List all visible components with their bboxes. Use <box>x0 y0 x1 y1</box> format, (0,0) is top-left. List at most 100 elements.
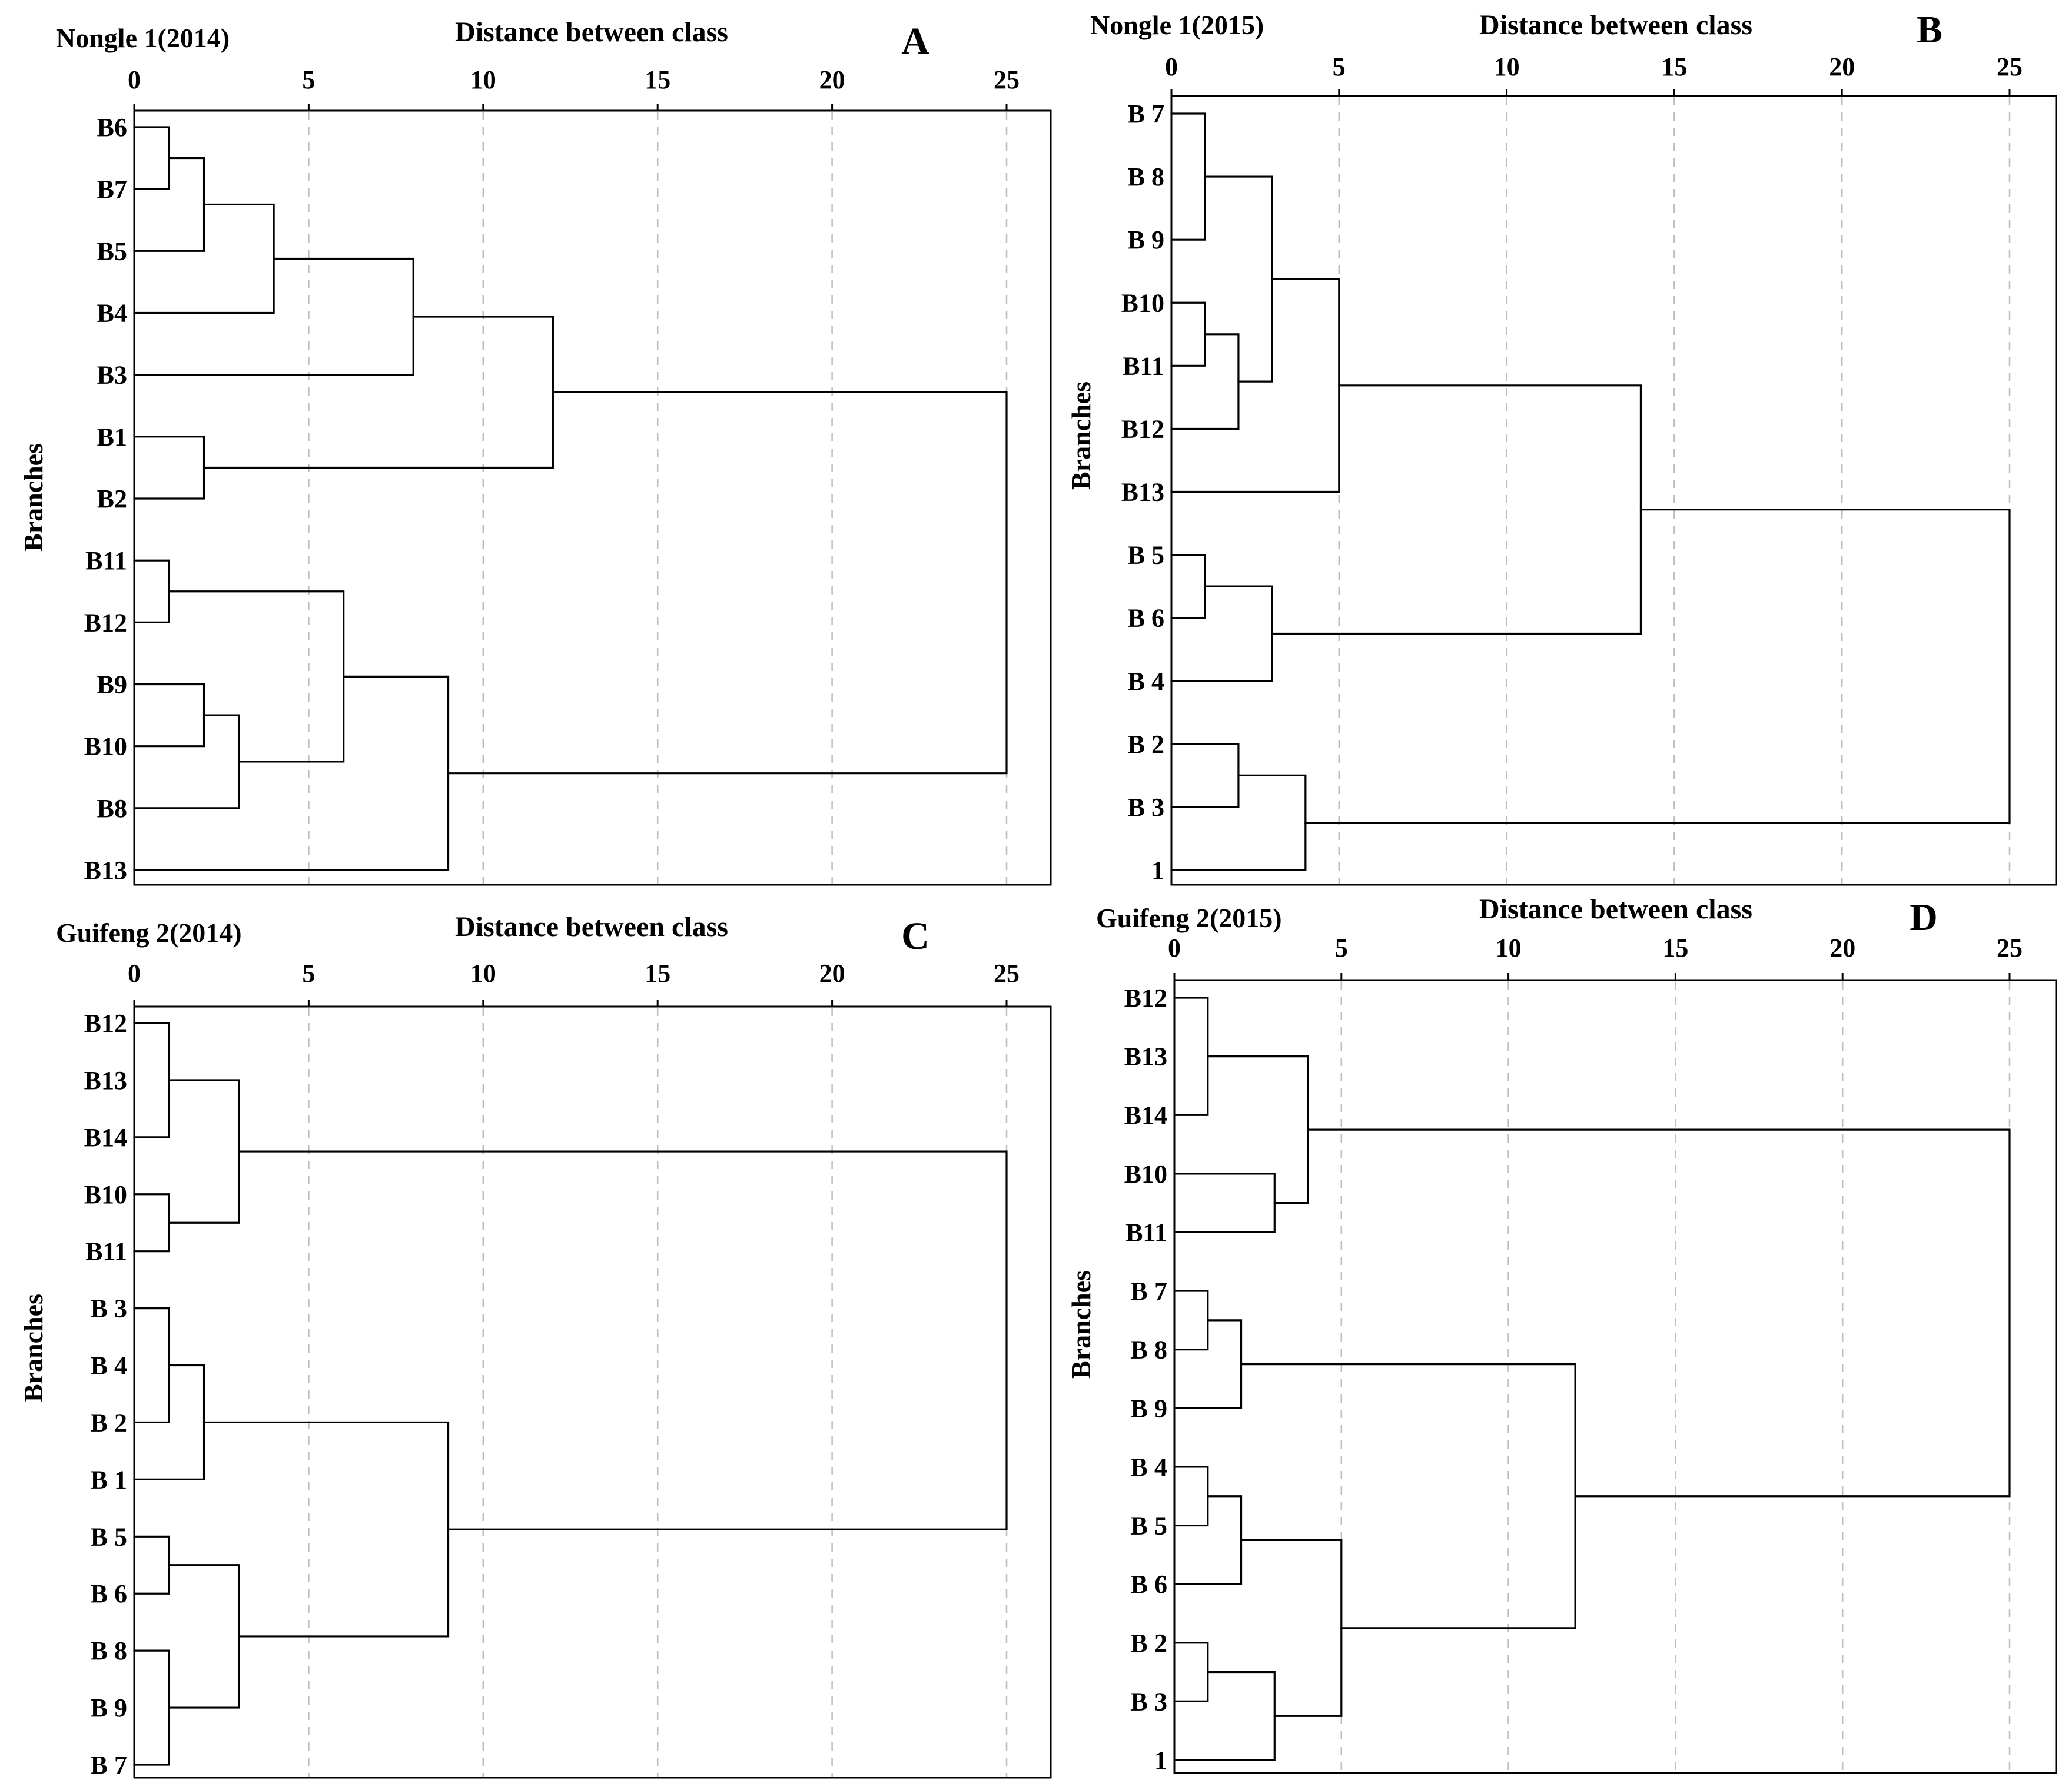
leaf-label: B 4 <box>1128 667 1164 696</box>
dendrogram-link <box>133 1307 170 1424</box>
leaf-label: 1 <box>1154 1746 1167 1775</box>
leaf-label: B 7 <box>1128 99 1164 128</box>
leaf-label: B10 <box>84 1180 127 1209</box>
leaf-label: B 7 <box>91 1751 127 1779</box>
leaf-label: B13 <box>84 856 127 885</box>
leaf-label: B 8 <box>1128 162 1164 191</box>
leaf-label: B10 <box>84 732 127 761</box>
dendrogram-link <box>133 1022 170 1138</box>
dendrogram-link <box>1173 1173 1276 1234</box>
leaf-label: B 3 <box>1131 1687 1167 1716</box>
leaf-label: 1 <box>1151 856 1164 885</box>
x-axis-title: Distance between class <box>1479 894 1752 925</box>
dendrogram-link <box>133 1649 170 1766</box>
dendrogram-link <box>133 675 450 871</box>
dendrogram-link <box>1173 1642 1209 1702</box>
panel-title: Guifeng 2(2014) <box>56 918 242 948</box>
dendrogram-link <box>168 1564 240 1709</box>
dendrogram-link <box>202 316 554 469</box>
dendrogram-link <box>1170 278 1340 493</box>
leaf-label: B 2 <box>91 1408 127 1437</box>
x-axis-title: Distance between class <box>455 911 728 942</box>
x-tick-label: 10 <box>1494 52 1520 81</box>
plot-frame <box>133 1005 1052 1779</box>
leaf-label: B 9 <box>1128 225 1164 254</box>
dendrogram-link <box>1170 301 1206 367</box>
leaf-label: B9 <box>97 670 127 699</box>
dendrogram-link <box>1207 1055 1309 1204</box>
leaf-label: B12 <box>1121 414 1164 443</box>
plot-frame <box>1173 979 2057 1774</box>
x-tick-label: 10 <box>470 959 496 988</box>
leaf-label: B13 <box>1121 478 1164 507</box>
panel-letter: D <box>1910 896 1938 939</box>
leaf-label: B 6 <box>1131 1570 1167 1599</box>
x-tick-label: 15 <box>1661 52 1687 81</box>
leaf-label: B 2 <box>1131 1629 1167 1658</box>
leaf-label: B11 <box>85 546 127 575</box>
leaf-label: B5 <box>97 237 127 265</box>
leaf-label: B 4 <box>91 1352 127 1380</box>
x-tick-label: 20 <box>819 65 845 94</box>
x-tick-label: 15 <box>1662 934 1688 962</box>
x-tick-label: 0 <box>128 65 141 94</box>
leaf-label: B10 <box>1121 288 1164 317</box>
leaf-label: B 9 <box>1131 1394 1167 1423</box>
leaf-label: B11 <box>1123 351 1164 380</box>
leaf-label: B 3 <box>91 1294 127 1323</box>
leaf-label: B14 <box>1124 1101 1167 1130</box>
dendrogram-link <box>1173 1466 1209 1527</box>
leaf-label: B 3 <box>1128 793 1164 822</box>
dendrogram-link <box>1170 585 1273 682</box>
dendrogram-link <box>1271 384 1642 635</box>
y-axis-title: Branches <box>18 1294 48 1402</box>
y-axis-title: Branches <box>1066 1270 1096 1379</box>
dendrogram-link <box>133 683 205 748</box>
panel-letter: B <box>1917 8 1942 51</box>
leaf-label: B2 <box>97 484 127 513</box>
leaf-label: B1 <box>97 423 127 451</box>
x-tick-label: 25 <box>994 959 1020 988</box>
leaf-label: B 8 <box>91 1636 127 1665</box>
x-tick-label: 5 <box>1335 934 1348 962</box>
dendrogram-link <box>1240 1363 1576 1629</box>
leaf-label: B8 <box>97 794 127 823</box>
leaf-label: B 4 <box>1131 1453 1167 1482</box>
dendrogram-link <box>133 559 170 623</box>
dendrogram-link <box>1170 553 1206 619</box>
dendrogram-link <box>238 1150 1008 1530</box>
leaf-label: B13 <box>84 1066 127 1095</box>
panel-title: Nongle 1(2014) <box>56 23 230 53</box>
leaf-label: B6 <box>97 113 127 142</box>
x-tick-label: 0 <box>1165 52 1178 81</box>
leaf-label: B12 <box>1124 984 1167 1012</box>
panel-title: Guifeng 2(2015) <box>1096 903 1282 933</box>
leaf-label: B7 <box>97 175 127 204</box>
panel-letter: A <box>901 20 929 63</box>
leaf-label: B11 <box>85 1237 127 1266</box>
x-tick-label: 5 <box>1333 52 1346 81</box>
leaf-label: B 5 <box>1128 541 1164 570</box>
dendrogram-link <box>1170 743 1240 808</box>
dendrogram-link <box>168 1079 240 1224</box>
leaf-label: B14 <box>84 1123 127 1152</box>
leaf-label: B 1 <box>91 1465 127 1494</box>
leaf-label: B12 <box>84 608 127 637</box>
x-tick-label: 0 <box>128 959 141 988</box>
leaf-label: B 7 <box>1131 1277 1167 1306</box>
dendrogram-link <box>133 1535 170 1595</box>
plot-frame <box>1170 95 2057 886</box>
panel-title: Nongle 1(2015) <box>1090 10 1264 40</box>
dendrogram-link <box>1307 1128 2011 1498</box>
x-tick-label: 25 <box>1997 52 2023 81</box>
leaf-label: B12 <box>84 1009 127 1038</box>
leaf-label: B 8 <box>1131 1336 1167 1364</box>
dendrogram-link <box>1240 1539 1343 1717</box>
leaf-label: B3 <box>97 361 127 390</box>
dendrogram-link <box>1173 1671 1276 1761</box>
